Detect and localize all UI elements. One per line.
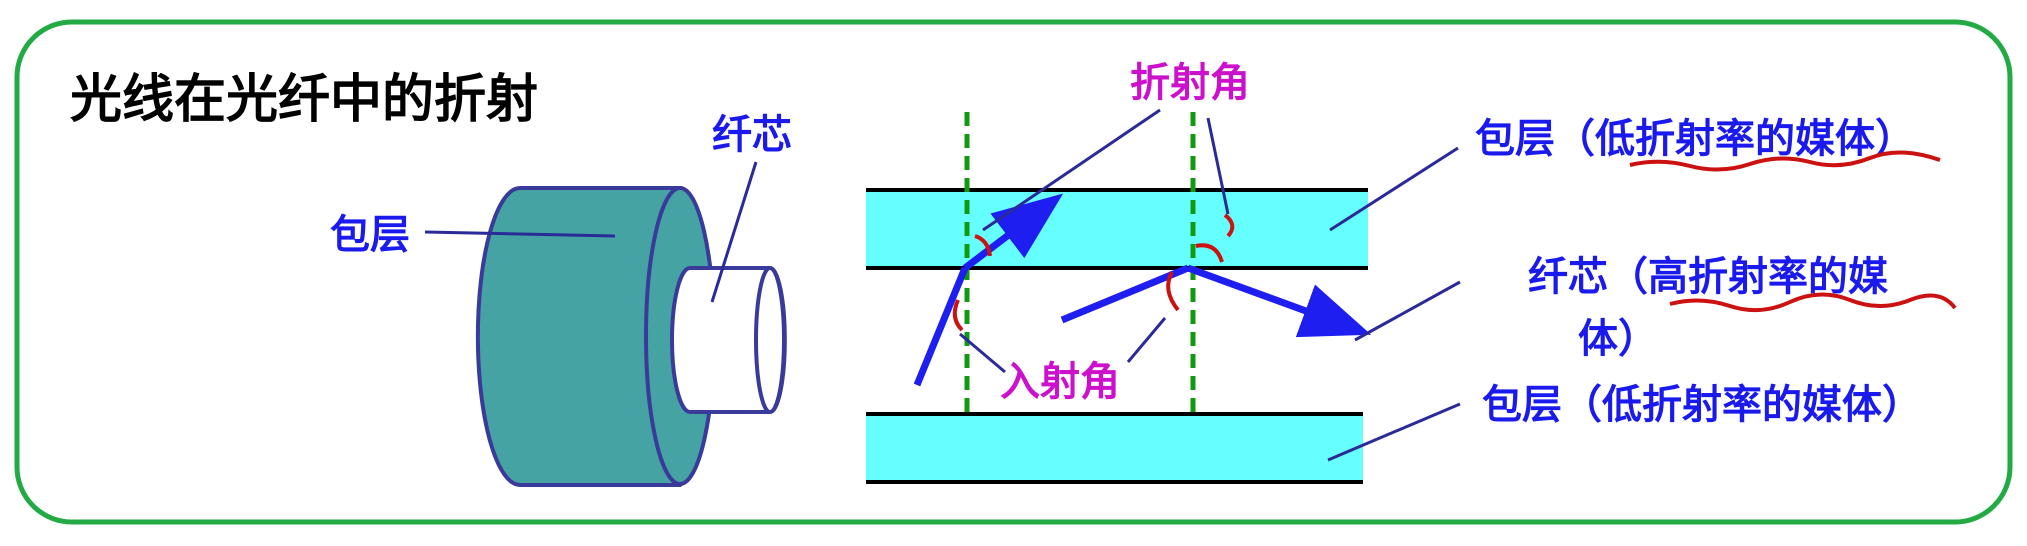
incidence-angle-leader bbox=[959, 332, 1006, 374]
core-end-face bbox=[754, 266, 786, 414]
diagram-title: 光线在光纤中的折射 bbox=[70, 70, 538, 130]
bottom-cladding-label: 包层（低折射率的媒体） bbox=[1482, 382, 1922, 428]
left-cladding-leader bbox=[424, 230, 616, 238]
incidence-angle-label: 入射角 bbox=[1000, 359, 1120, 405]
fiber-cross-section bbox=[866, 188, 1368, 484]
incident-ray-2 bbox=[1060, 264, 1190, 324]
refraction-angle-label: 折射角 bbox=[1130, 60, 1250, 106]
top-cladding-label: 包层（低折射率的媒体） bbox=[1475, 116, 1915, 162]
wavy-underline bbox=[1629, 150, 1941, 172]
refracted-ray bbox=[962, 193, 1064, 271]
diagram-frame bbox=[14, 19, 2013, 525]
fiber-cylinder bbox=[475, 186, 787, 487]
core-leader bbox=[1354, 280, 1461, 342]
refraction-angle-arc bbox=[974, 234, 992, 257]
bottom-cladding-leader bbox=[1327, 402, 1461, 462]
reflected-ray bbox=[1186, 264, 1372, 338]
incident-ray bbox=[913, 266, 969, 387]
top-cladding-leader bbox=[1329, 146, 1459, 232]
left-core-label: 纤芯 bbox=[712, 112, 792, 158]
wavy-underline bbox=[1669, 292, 1957, 313]
incidence-angle-leader bbox=[1126, 317, 1167, 363]
bottom-cladding-layer bbox=[866, 414, 1363, 482]
core-label-line2: 体） bbox=[1578, 316, 1658, 362]
incidence-angle-arc bbox=[952, 299, 964, 332]
core-label-line1: 纤芯（高折射率的媒 bbox=[1528, 254, 1889, 300]
angle-arc-2 bbox=[1195, 243, 1224, 263]
incidence-angle-arc-2 bbox=[1166, 271, 1180, 312]
left-core-leader bbox=[710, 161, 758, 303]
left-cladding-label: 包层 bbox=[330, 212, 410, 258]
refraction-angle-leader bbox=[1206, 117, 1230, 215]
refraction-angle-leader bbox=[982, 108, 1161, 232]
top-cladding-layer bbox=[866, 190, 1368, 268]
refraction-angle-arc-2 bbox=[1223, 213, 1235, 238]
